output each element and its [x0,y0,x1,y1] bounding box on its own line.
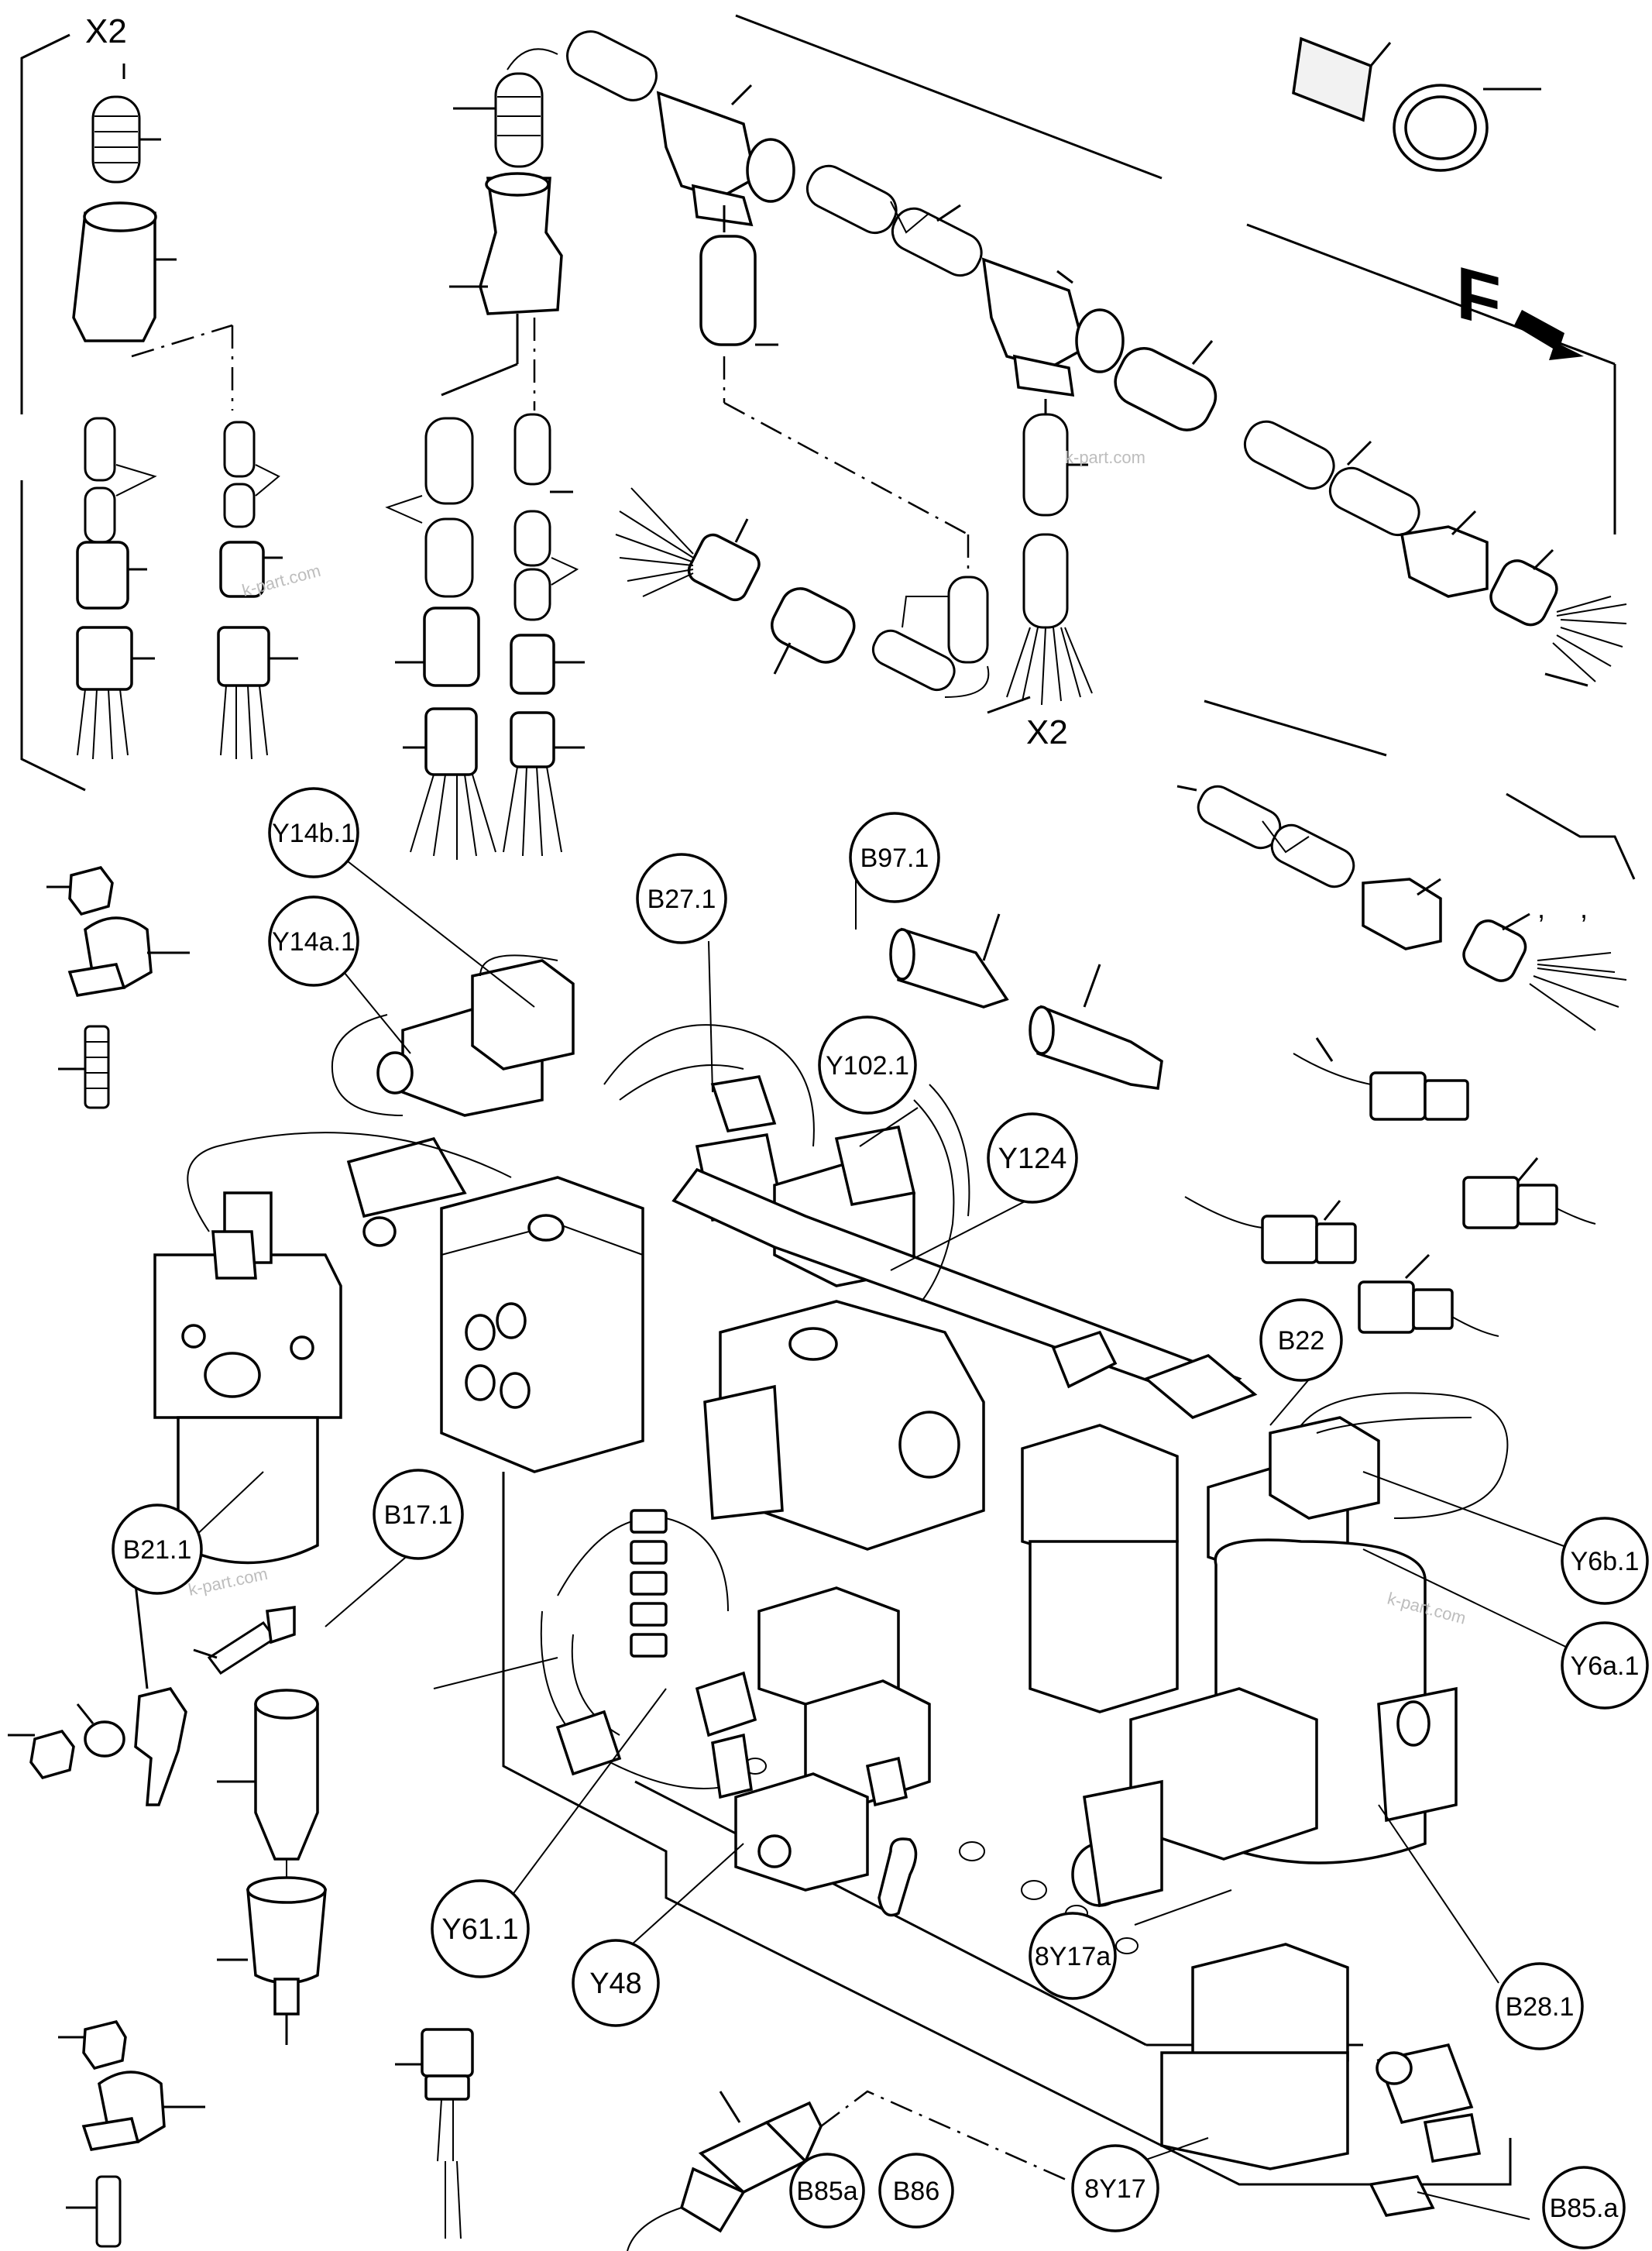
callout-y611: Y61.1 [431,1879,530,1978]
callout-b211: B21.1 [112,1504,203,1595]
right-side-harness: , , [1176,699,1636,1337]
label-y48: Y48 [589,1967,642,2000]
callout-y124: Y124 [987,1112,1078,1204]
leader-lines [193,852,1573,2220]
watermark-3: k-part.com [187,1564,270,1600]
label-b22: B22 [1278,1326,1325,1356]
direction-f-label: F [1456,250,1501,345]
watermark-2: k-part.com [1065,448,1145,467]
callout-y48: Y48 [572,1939,660,2027]
left-loose-parts [8,866,1147,2251]
label-8y17a: 8Y17a [1035,1942,1111,1971]
label-b86: B86 [893,2177,940,2206]
label-y611: Y61.1 [441,1913,518,1946]
x2-label-top-left: X2 [85,12,127,50]
label-y6a1: Y6a.1 [1571,1651,1640,1681]
callout-8y17a: 8Y17a [1029,1912,1117,2000]
callout-y6b1: Y6b.1 [1561,1517,1649,1605]
comma-2: , [1580,892,1588,924]
callout-y6a1: Y6a.1 [1561,1621,1649,1710]
label-y14b1: Y14b.1 [272,819,355,848]
callout-b85a-left: B85a [789,2153,865,2229]
label-b171: B17.1 [384,1500,453,1530]
callout-b86: B86 [878,2153,954,2229]
callout-y1021: Y102.1 [818,1016,917,1115]
label-8y17: 8Y17 [1084,2174,1145,2204]
label-b271: B27.1 [647,885,716,914]
comma-1: , [1537,892,1545,924]
label-y124: Y124 [998,1143,1067,1175]
callout-b271: B27.1 [636,853,727,944]
x2-label-center: X2 [1026,713,1068,751]
label-y1021: Y102.1 [826,1051,909,1081]
callout-y14a1: Y14a.1 [268,895,359,987]
direction-arrow: F [1456,250,1584,360]
label-y6b1: Y6b.1 [1571,1547,1640,1576]
top-center-harness: X2 k-part.com [385,14,1627,860]
label-y14a1: Y14a.1 [272,927,355,957]
label-b85a-left: B85a [796,2177,857,2206]
main-valve-assembly: k-part.com k-part.com [153,954,1512,2217]
top-left-connector-group: X2 k-part.com [20,12,323,792]
callout-y14b1: Y14b.1 [268,787,359,878]
label-b971: B97.1 [860,844,929,873]
callout-b971: B97.1 [849,812,940,903]
callout-b85a-right: B85.a [1542,2166,1626,2249]
b97-sensor [889,913,1163,1090]
label-b281: B28.1 [1506,1992,1575,2022]
top-right-clamp [1292,36,1541,172]
callout-8y17: 8Y17 [1071,2144,1159,2232]
callout-b171: B17.1 [373,1469,464,1560]
label-b85a-right: B85.a [1550,2194,1619,2223]
callout-b281: B28.1 [1496,1962,1584,2050]
label-b211: B21.1 [123,1535,192,1565]
callout-b22: B22 [1259,1298,1343,1382]
